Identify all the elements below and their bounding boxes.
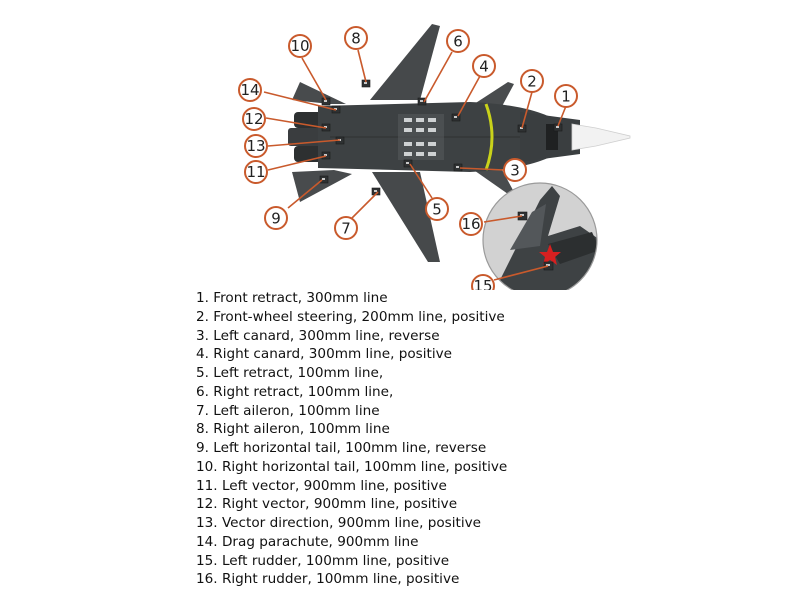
callout-7: 7 bbox=[334, 216, 358, 240]
svg-text:9: 9 bbox=[271, 210, 281, 228]
callout-8: 8 bbox=[344, 26, 368, 50]
red-star-icon bbox=[539, 244, 561, 265]
callout-11: 11 bbox=[244, 160, 268, 184]
legend-item: 5. Left retract, 100mm line, bbox=[196, 365, 384, 381]
legend-item: 10. Right horizontal tail, 100mm line, p… bbox=[196, 458, 508, 475]
upper-horizontal-tail bbox=[292, 82, 346, 104]
legend-item: 15. Left rudder, 100mm line, positive bbox=[196, 552, 450, 569]
callout-13: 13 bbox=[244, 134, 268, 158]
left-wing bbox=[372, 172, 440, 262]
callout-12: 12 bbox=[242, 107, 266, 131]
svg-text:1: 1 bbox=[561, 88, 571, 106]
svg-text:14: 14 bbox=[240, 81, 259, 99]
svg-text:15: 15 bbox=[473, 277, 492, 290]
callout-3: 3 bbox=[503, 158, 527, 182]
legend-item: 2. Front-wheel steering, 200mm line, pos… bbox=[196, 308, 505, 325]
svg-text:5: 5 bbox=[432, 201, 442, 219]
servo-markers bbox=[319, 79, 563, 196]
svg-text:3: 3 bbox=[510, 162, 520, 180]
legend-item: 9. Left horizontal tail, 100mm line, rev… bbox=[196, 440, 487, 456]
svg-text:10: 10 bbox=[290, 37, 309, 55]
svg-text:13: 13 bbox=[246, 137, 265, 155]
legend-item: 12. Right vector, 900mm line, positive bbox=[196, 496, 458, 513]
svg-text:12: 12 bbox=[244, 110, 263, 128]
callout-4: 4 bbox=[472, 54, 496, 78]
legend-item: 8. Right aileron, 100mm line bbox=[196, 421, 390, 438]
aircraft-servo-diagram: 1 2 3 4 5 6 7 8 9 10 11 12 13 14 15 16 bbox=[238, 24, 631, 290]
yellow-stripe bbox=[484, 103, 494, 171]
callout-15: 15 bbox=[471, 274, 495, 290]
svg-text:6: 6 bbox=[453, 33, 463, 51]
callout-14: 14 bbox=[238, 78, 262, 102]
svg-text:7: 7 bbox=[341, 220, 351, 238]
legend-item: 4. Right canard, 300mm line, positive bbox=[196, 346, 453, 363]
legend-item: 1. Front retract, 300mm line bbox=[196, 290, 388, 306]
svg-text:4: 4 bbox=[479, 58, 489, 76]
legend-item: 11. Left vector, 900mm line, positive bbox=[196, 477, 447, 494]
lower-horizontal-tail bbox=[292, 170, 352, 202]
legend-item: 6. Right retract, 100mm line, bbox=[196, 383, 394, 400]
svg-text:11: 11 bbox=[246, 163, 265, 181]
callout-1: 1 bbox=[554, 84, 578, 108]
svg-text:16: 16 bbox=[461, 215, 480, 233]
legend-item: 3. Left canard, 300mm line, reverse bbox=[196, 327, 440, 344]
callout-5: 5 bbox=[425, 197, 449, 221]
lower-canard bbox=[468, 166, 514, 194]
rudder-inset bbox=[482, 182, 598, 290]
callout-2: 2 bbox=[520, 69, 544, 93]
leader-lines bbox=[263, 49, 567, 281]
legend-item: 13. Vector direction, 900mm line, positi… bbox=[196, 515, 482, 531]
callout-9: 9 bbox=[264, 206, 288, 230]
svg-text:2: 2 bbox=[527, 73, 537, 91]
legend-item: 7. Left aileron, 100mm line bbox=[196, 402, 380, 419]
callout-16: 16 bbox=[459, 212, 483, 236]
svg-text:8: 8 bbox=[351, 30, 361, 48]
callout-10: 10 bbox=[288, 34, 312, 58]
legend-item: 14. Drag parachute, 900mm line bbox=[196, 533, 419, 550]
nose-cone bbox=[571, 123, 631, 151]
right-wing bbox=[370, 24, 440, 100]
callout-6: 6 bbox=[446, 29, 470, 53]
servo-legend: 1. Front retract, 300mm line 2. Front-wh… bbox=[196, 289, 507, 589]
legend-item: 16. Right rudder, 100mm line, positive bbox=[196, 571, 460, 588]
